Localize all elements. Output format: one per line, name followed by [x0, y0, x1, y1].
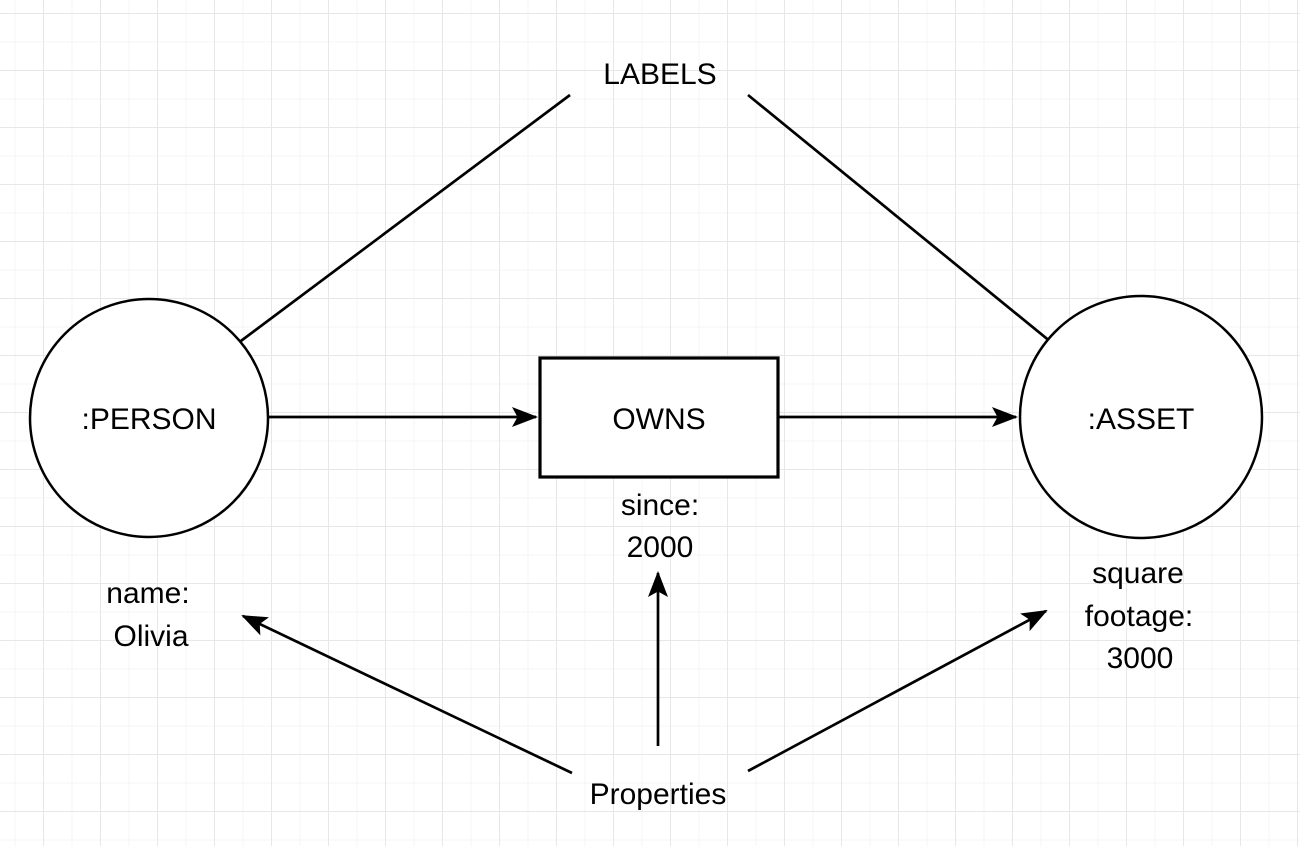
person-node-circle: [28, 297, 270, 539]
properties-annotation-title: Properties: [590, 778, 727, 811]
asset-node-circle: [1018, 294, 1264, 540]
person-node-label: :PERSON: [81, 403, 216, 436]
relationship-label: OWNS: [612, 403, 705, 436]
person-property-line-2: Olivia: [113, 620, 188, 653]
relationship-property-line-2: 2000: [627, 531, 694, 564]
labels-annotation-title: LABELS: [603, 58, 716, 91]
asset-node-label: :ASSET: [1088, 403, 1195, 436]
asset-property-line-3: 3000: [1107, 642, 1174, 675]
asset-property-line-1: square: [1092, 557, 1184, 590]
asset-property-line-2: footage:: [1085, 600, 1193, 633]
relationship-property-line-1: since:: [621, 489, 699, 522]
labels-to-person-arrow: [192, 93, 571, 378]
properties-to-name-arrow: [241, 614, 573, 775]
labels-to-asset-arrow: [747, 93, 1102, 384]
properties-to-footage-arrow: [747, 609, 1048, 773]
relationship-box: [538, 356, 780, 479]
person-property-line-1: name:: [106, 577, 189, 610]
